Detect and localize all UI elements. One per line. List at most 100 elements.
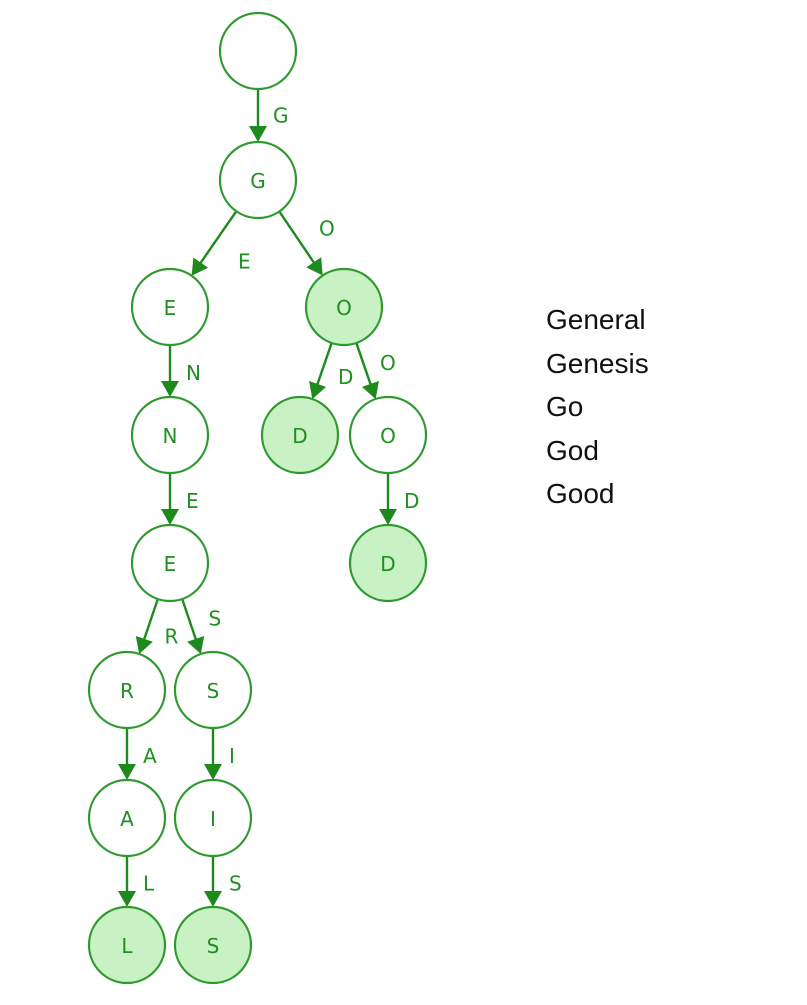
node-circle [348,395,428,475]
trie-edge: O [278,210,335,276]
edge-label: A [143,744,157,768]
edge-label: G [273,104,289,128]
word-item: Good [546,478,615,509]
arrowhead-icon [361,381,379,400]
node-circle [348,523,428,603]
arrowhead-icon [379,509,397,525]
node-label: R [120,679,134,703]
terminal-node: S [173,905,253,985]
terminal-node: D [348,523,428,603]
trie-node: R [87,650,167,730]
trie-node [218,11,298,91]
node-label: D [292,424,307,448]
arrowhead-icon [161,381,179,397]
word-item: God [546,434,599,466]
trie-node: E [130,523,210,603]
node-circle [87,905,167,985]
trie-node: I [173,778,253,858]
node-circle [173,650,253,730]
node-circle [218,140,298,220]
edge-line [278,210,316,265]
word-item: Genesis [546,347,649,379]
trie-node: S [173,650,253,730]
node-label: S [207,934,220,958]
terminal-node: L [87,905,167,985]
trie-edge: E [161,473,199,525]
node-label: D [380,552,395,576]
trie-edge: N [161,345,201,397]
node-label: G [250,169,266,193]
edge-label: R [165,625,179,649]
trie-edges: G E O N D O E D R S A I L S [118,89,419,907]
edge-line [198,210,238,265]
edge-label: D [404,489,419,513]
edge-label: S [229,872,242,896]
word-item: General [546,304,646,335]
node-label: A [120,807,134,831]
edge-label: O [380,351,396,375]
trie-edge: I [204,728,235,780]
edge-label: N [186,361,201,385]
word-item: Go [546,391,584,422]
arrowhead-icon [249,126,267,142]
node-label: S [207,679,220,703]
node-circle [130,267,210,347]
trie-edge: D [379,473,419,525]
node-label: O [380,424,396,448]
node-circle [173,905,253,985]
trie-node: E [130,267,210,347]
node-circle [218,11,298,91]
node-label: I [210,807,216,831]
edge-label: O [319,217,335,241]
trie-edge: O [355,342,396,400]
node-circle [87,778,167,858]
trie-node: G [218,140,298,220]
edge-label: I [229,744,235,768]
node-label: O [336,296,352,320]
edge-label: E [186,489,199,513]
trie-node: O [348,395,428,475]
trie-edge: R [135,598,179,655]
terminal-node: D [260,395,340,475]
node-label: E [164,296,177,320]
word-list: General Genesis Go God Good [546,298,649,516]
arrowhead-icon [161,509,179,525]
trie-edge: E [191,210,251,276]
node-circle [130,395,210,475]
edge-line [355,342,373,387]
node-circle [173,778,253,858]
node-circle [87,650,167,730]
edge-line [181,598,198,642]
arrowhead-icon [191,257,209,276]
trie-edge: D [309,342,353,400]
node-label: E [164,552,177,576]
edge-label: L [143,872,155,896]
edge-line [142,598,159,642]
arrowhead-icon [204,891,222,907]
arrowhead-icon [306,257,323,276]
arrowhead-icon [309,381,327,400]
edge-label: D [338,365,353,389]
arrowhead-icon [135,635,153,655]
arrowhead-icon [118,891,136,907]
trie-edge: S [204,856,242,907]
arrowhead-icon [204,764,222,780]
node-circle [260,395,340,475]
trie-edge: L [118,856,155,907]
terminal-node: O [304,267,384,347]
trie-edge: A [118,728,157,780]
edge-label: S [209,607,222,631]
trie-node: N [130,395,210,475]
trie-edge: G [249,89,289,142]
trie-node: A [87,778,167,858]
trie-nodes: G E O N D O E D R S A I L S [87,11,428,985]
node-circle [304,267,384,347]
edge-line [315,342,333,387]
node-label: N [163,424,178,448]
edge-label: E [238,250,251,274]
trie-edge: S [181,598,222,655]
node-circle [130,523,210,603]
arrowhead-icon [187,635,205,655]
node-label: L [121,934,133,958]
